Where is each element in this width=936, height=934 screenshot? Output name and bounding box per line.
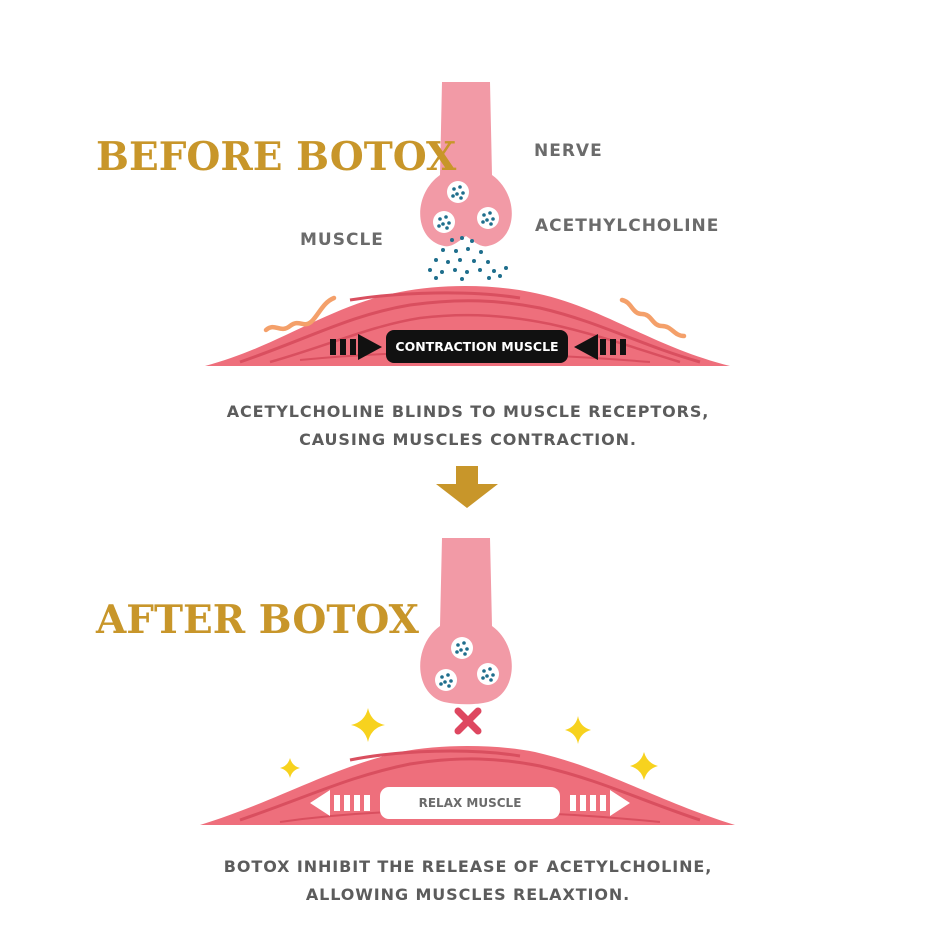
before-botox-title: BEFORE BOTOX	[96, 134, 457, 180]
before-caption-line-2: CAUSING MUSCLES CONTRACTION.	[299, 430, 637, 449]
transition-down-arrow	[436, 466, 498, 508]
contraction-pill	[386, 330, 568, 363]
relax-pill	[380, 787, 560, 819]
after-caption: BOTOX INHIBIT THE RELEASE OF ACETYLCHOLI…	[0, 853, 936, 909]
nerve-label: NERVE	[534, 141, 603, 161]
sparkle-icons	[280, 708, 658, 780]
before-caption: ACETYLCHOLINE BLINDS TO MUSCLE RECEPTORS…	[0, 398, 936, 454]
relax-arrows	[310, 790, 630, 816]
after-caption-line-1: BOTOX INHIBIT THE RELEASE OF ACETYLCHOLI…	[223, 857, 713, 876]
contraction-pill-label: CONTRACTION MUSCLE	[395, 339, 559, 354]
relax-pill-label: RELAX MUSCLE	[418, 796, 522, 810]
acetylcholine-label: ACETHYLCHOLINE	[535, 216, 720, 236]
blocked-cross-icon	[454, 707, 482, 735]
muscle-label: MUSCLE	[300, 230, 384, 250]
acetylcholine-molecules	[428, 236, 508, 281]
nerve-terminal-after	[420, 538, 512, 705]
after-botox-title: AFTER BOTOX	[96, 597, 419, 643]
left-twitch-line	[263, 295, 337, 333]
after-caption-line-2: ALLOWING MUSCLES RELAXTION.	[305, 885, 631, 904]
before-caption-line-1: ACETYLCHOLINE BLINDS TO MUSCLE RECEPTORS…	[226, 402, 710, 421]
contraction-arrows	[330, 334, 626, 360]
nerve-terminal-before	[420, 82, 512, 247]
right-twitch-line	[619, 297, 687, 339]
